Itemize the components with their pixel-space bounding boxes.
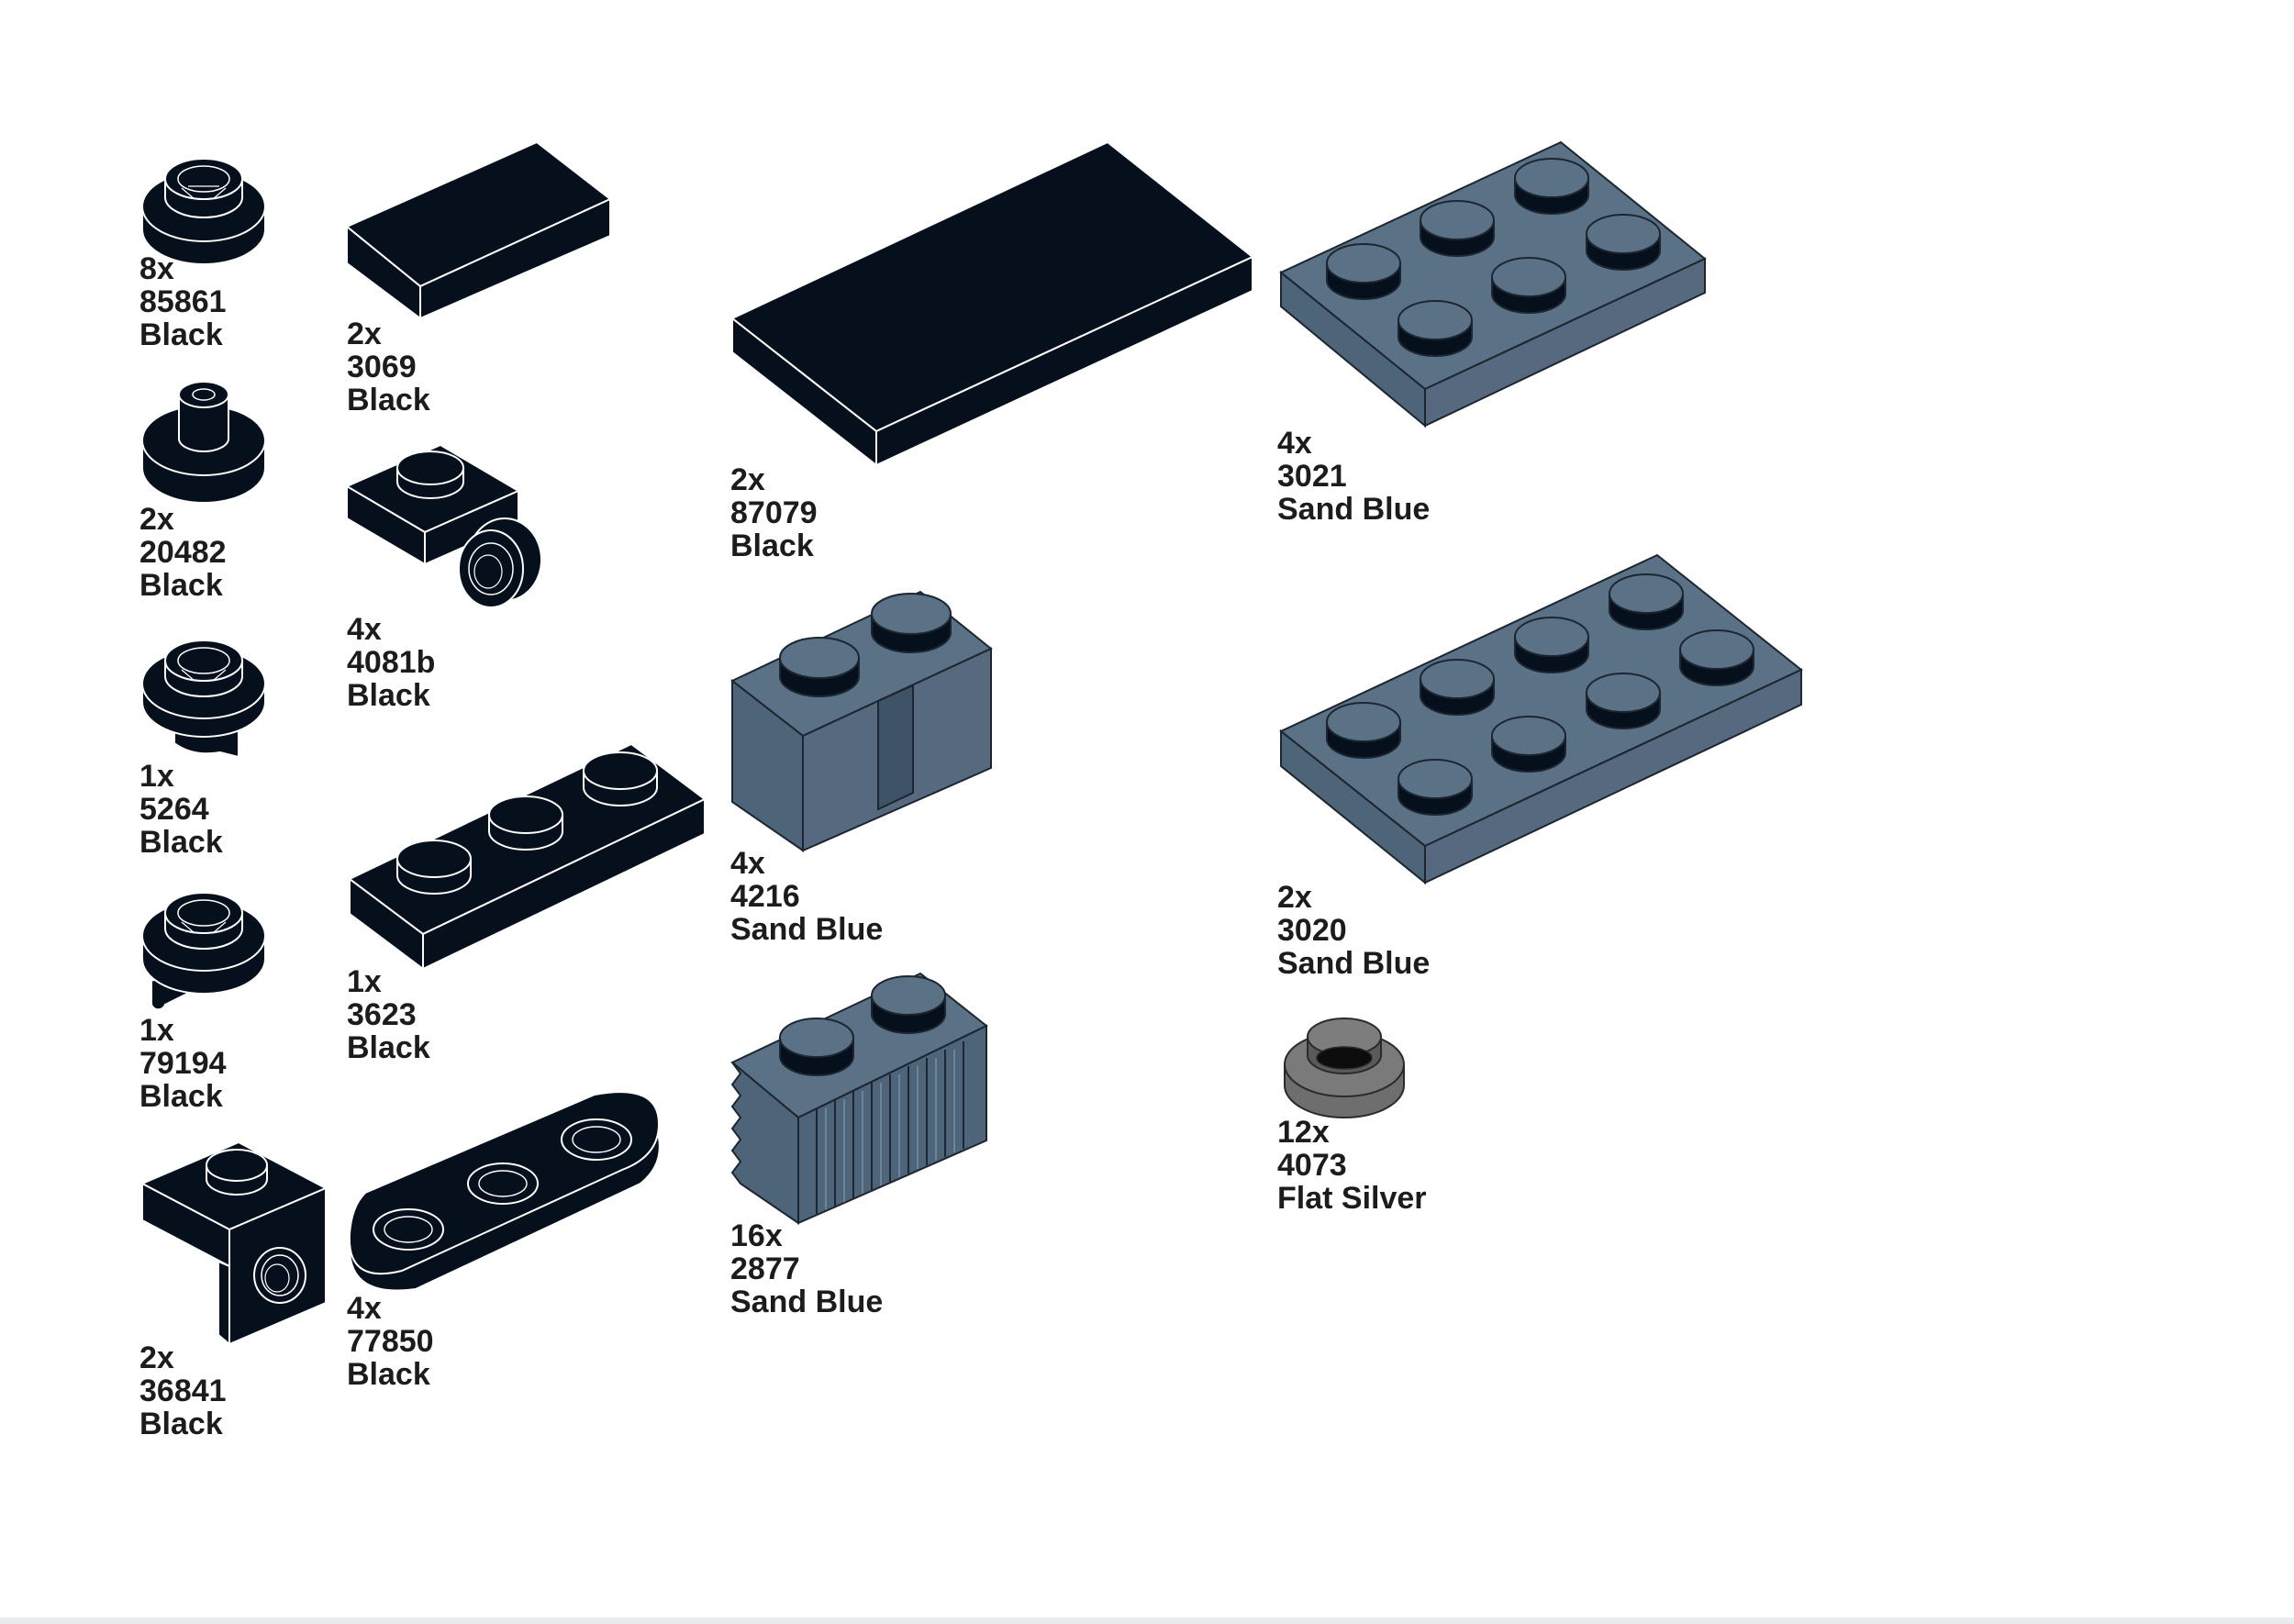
part-quantity: 2x [730, 462, 765, 497]
part-quantity: 2x [139, 502, 174, 537]
part-number: 5264 [139, 792, 209, 827]
part-quantity: 1x [347, 964, 382, 999]
part-number: 87079 [730, 495, 818, 530]
part-number: 3020 [1277, 913, 1347, 948]
grille-brick-icon [730, 972, 988, 1225]
part-quantity: 4x [1277, 426, 1312, 461]
part-number: 3021 [1277, 459, 1347, 494]
part-color: Black [139, 1079, 223, 1114]
part-number: 4081b [347, 645, 436, 680]
part-number: 79194 [139, 1046, 227, 1081]
tile-2x4-icon [730, 140, 1254, 468]
part-color: Black [139, 568, 223, 603]
page-bottom-edge [0, 1618, 2294, 1624]
part-color: Black [139, 1407, 223, 1441]
part-number: 20482 [139, 535, 227, 570]
part-number: 77850 [347, 1324, 434, 1359]
part-quantity: 1x [139, 1013, 174, 1048]
round-plate-open-stud-icon [141, 158, 266, 265]
part-color: Black [139, 825, 223, 860]
part-number: 3069 [347, 350, 417, 384]
plate-2x4-icon [1279, 553, 1803, 885]
part-number: 3623 [347, 997, 417, 1032]
part-color: Sand Blue [730, 1285, 884, 1319]
plate-2x3-icon [1279, 140, 1707, 428]
plate-with-clip-light-icon [344, 443, 542, 608]
part-color: Black [347, 678, 430, 713]
part-quantity: 8x [139, 251, 174, 286]
part-color: Black [347, 1357, 430, 1392]
part-color: Black [730, 528, 814, 563]
part-number: 85861 [139, 284, 227, 319]
part-color: Black [347, 383, 430, 417]
part-color: Flat Silver [1277, 1181, 1427, 1216]
bracket-plate-icon [139, 1140, 329, 1347]
part-color: Black [347, 1030, 430, 1065]
part-color: Sand Blue [1277, 492, 1431, 527]
part-quantity: 2x [347, 317, 382, 351]
part-color: Sand Blue [1277, 946, 1431, 981]
part-number: 4073 [1277, 1148, 1347, 1183]
part-number: 4216 [730, 879, 800, 914]
part-quantity: 4x [347, 612, 382, 647]
part-quantity: 16x [730, 1218, 783, 1253]
part-color: Black [139, 317, 223, 352]
part-quantity: 12x [1277, 1115, 1330, 1150]
round-plate-with-clip-icon [141, 640, 266, 759]
tile-1x2-icon [345, 140, 612, 320]
part-quantity: 2x [1277, 880, 1312, 915]
round-plate-with-bar-icon [141, 892, 266, 1011]
plate-1x3-icon [348, 742, 707, 971]
part-number: 2877 [730, 1251, 800, 1286]
part-quantity: 4x [347, 1291, 382, 1326]
round-plate-1x1-icon [1284, 1018, 1405, 1118]
part-quantity: 2x [139, 1340, 174, 1375]
rounded-plate-1x3-icon [348, 1091, 661, 1292]
part-quantity: 4x [730, 846, 765, 881]
part-number: 36841 [139, 1374, 227, 1408]
part-quantity: 1x [139, 759, 174, 794]
round-tile-with-bar-icon [141, 381, 266, 504]
part-color: Sand Blue [730, 912, 884, 947]
grooved-brick-icon [730, 590, 993, 852]
